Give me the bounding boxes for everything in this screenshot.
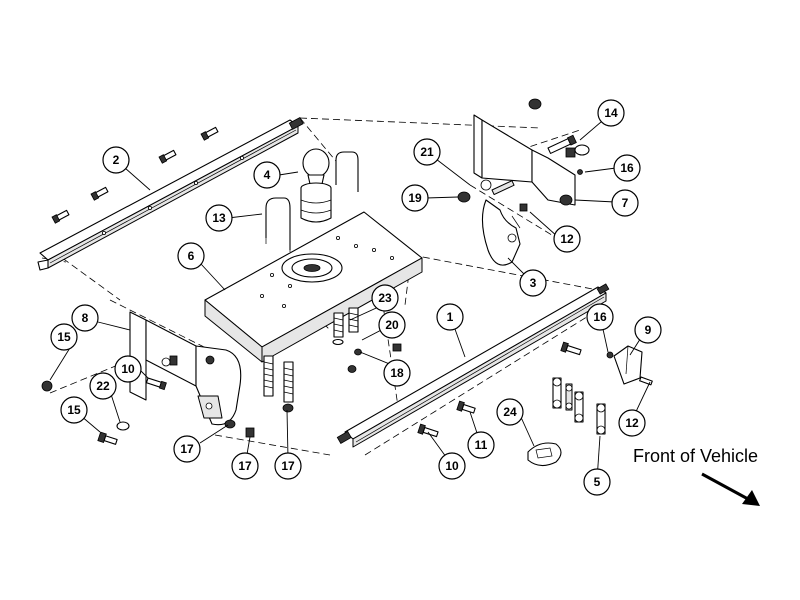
callout-9: 9 <box>634 316 662 344</box>
callout-15b: 15 <box>60 396 88 424</box>
crossmember-bar-bottom <box>336 283 610 448</box>
callout-13: 13 <box>205 204 233 232</box>
callout-label: 14 <box>604 106 618 120</box>
receiver-cap <box>527 442 562 467</box>
callout-12a: 12 <box>553 225 581 253</box>
callout-label: 5 <box>594 475 601 489</box>
callout-label: 15 <box>57 330 71 344</box>
front-arrow-icon <box>701 472 760 506</box>
callout-label: 23 <box>378 291 392 305</box>
callout-label: 13 <box>212 211 226 225</box>
callout-label: 12 <box>560 232 574 246</box>
callout-19: 19 <box>401 184 429 212</box>
callout-16b: 16 <box>586 303 614 331</box>
callout-10b: 10 <box>438 452 466 480</box>
callout-label: 16 <box>620 161 634 175</box>
callout-12b: 12 <box>618 409 646 437</box>
clip-bracket <box>606 345 653 386</box>
callout-11: 11 <box>467 431 495 459</box>
center-plate <box>204 211 423 363</box>
callout-4: 4 <box>253 161 281 189</box>
u-bolt-pair <box>265 151 359 252</box>
callout-17a: 17 <box>173 435 201 463</box>
callout-7: 7 <box>611 189 639 217</box>
callout-22: 22 <box>89 372 117 400</box>
callout-6: 6 <box>177 242 205 270</box>
callout-label: 17 <box>281 459 295 473</box>
callout-17b: 17 <box>231 452 259 480</box>
callout-label: 22 <box>96 379 110 393</box>
direction-label: Front of Vehicle <box>633 446 759 466</box>
callout-label: 16 <box>593 310 607 324</box>
callout-15a: 15 <box>50 323 78 351</box>
callout-8: 8 <box>71 304 99 332</box>
callout-label: 10 <box>121 362 135 376</box>
callout-label: 7 <box>622 196 629 210</box>
callout-label: 21 <box>420 145 434 159</box>
link-set <box>552 377 606 435</box>
callout-24: 24 <box>496 398 524 426</box>
spring-bolts <box>263 307 402 413</box>
crossmember-bar-top <box>37 116 304 271</box>
callout-16a: 16 <box>613 154 641 182</box>
callout-1: 1 <box>436 303 464 331</box>
callout-label: 20 <box>385 318 399 332</box>
callout-5: 5 <box>583 468 611 496</box>
callout-label: 4 <box>264 168 271 182</box>
callout-label: 1 <box>447 310 454 324</box>
assembly-dash-lines <box>41 117 599 456</box>
callout-17c: 17 <box>274 452 302 480</box>
bolts-right-bracket <box>457 98 590 212</box>
callout-label: 11 <box>475 438 488 452</box>
callout-label: 3 <box>530 276 537 290</box>
callout-label: 17 <box>180 442 194 456</box>
callout-21: 21 <box>413 138 441 166</box>
callout-label: 2 <box>113 153 120 167</box>
right-mount-bracket <box>473 114 576 266</box>
callout-label: 8 <box>82 311 89 325</box>
callout-label: 24 <box>503 405 517 419</box>
bolts-bottom-row <box>417 341 582 438</box>
callout-label: 17 <box>238 459 252 473</box>
callout-2: 2 <box>102 146 130 174</box>
bolts-left-bracket <box>41 377 255 445</box>
callout-label: 6 <box>188 249 195 263</box>
callout-label: 18 <box>390 366 404 380</box>
callout-18: 18 <box>383 359 411 387</box>
callout-3: 3 <box>519 269 547 297</box>
callout-20: 20 <box>378 311 406 339</box>
bolts-top-row <box>51 126 219 224</box>
callout-label: 9 <box>645 323 652 337</box>
callout-14: 14 <box>597 99 625 127</box>
callout-label: 12 <box>625 416 639 430</box>
callout-label: 19 <box>408 191 422 205</box>
callout-label: 15 <box>67 403 81 417</box>
callout-23: 23 <box>371 284 399 312</box>
hitch-ball <box>300 148 332 223</box>
callout-10a: 10 <box>114 355 142 383</box>
callout-label: 10 <box>445 459 459 473</box>
left-mount-bracket <box>129 311 242 426</box>
